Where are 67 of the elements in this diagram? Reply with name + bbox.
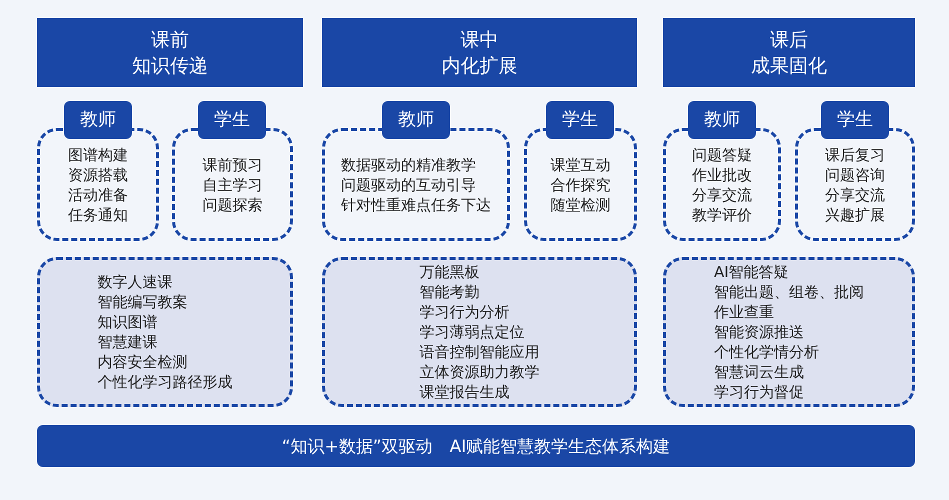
feature-text: 课堂报告生成 <box>420 382 510 402</box>
role-tab: 学生 <box>198 101 266 139</box>
activity-text: 资源搭载 <box>68 164 128 184</box>
phase-header <box>37 18 303 87</box>
role-tab: 教师 <box>64 101 132 139</box>
ai-feature-panel <box>663 257 915 407</box>
feature-text: 智能考勤 <box>420 282 480 302</box>
activity-text: 问题咨询 <box>825 164 885 184</box>
feature-text: 内容安全检测 <box>98 352 188 372</box>
feature-text: 数字人速课 <box>98 272 172 292</box>
activity-text: 课堂互动 <box>550 154 610 174</box>
phase-title: 课前 <box>151 28 189 52</box>
activity-text: 问题答疑 <box>692 144 752 164</box>
activity-text: 图谱构建 <box>68 144 128 164</box>
activity-text: 问题驱动的互动引导 <box>341 174 476 194</box>
role-panel <box>322 128 510 241</box>
activity-text: 任务通知 <box>68 204 128 224</box>
activity-text: 针对性重难点任务下达 <box>341 194 491 214</box>
phase-header <box>663 18 915 87</box>
phase-subtitle: 知识传递 <box>132 54 208 78</box>
phase-title: 课中 <box>460 28 498 52</box>
role-tab: 学生 <box>821 101 889 139</box>
feature-text: 学习薄弱点定位 <box>420 322 524 342</box>
role-panel <box>172 128 293 241</box>
role-panel <box>37 128 159 241</box>
role-tab: 学生 <box>546 101 614 139</box>
feature-text: 语音控制智能应用 <box>420 342 540 362</box>
feature-text: AI智能答疑 <box>714 262 789 282</box>
ai-feature-panel <box>37 257 293 407</box>
phase-subtitle: 内化扩展 <box>442 54 518 78</box>
role-tab: 教师 <box>688 101 756 139</box>
feature-text: 智能编写教案 <box>98 292 188 312</box>
feature-text: 智慧建课 <box>98 332 158 352</box>
phase-header <box>322 18 637 87</box>
activity-text: 自主学习 <box>202 174 262 194</box>
feature-text: 作业查重 <box>714 302 774 322</box>
activity-text: 兴趣扩展 <box>825 204 885 224</box>
activity-text: 课后复习 <box>825 144 885 164</box>
feature-text: 知识图谱 <box>98 312 158 332</box>
role-panel <box>663 128 781 241</box>
ai-feature-panel <box>322 257 637 407</box>
role-tab: 教师 <box>382 101 450 139</box>
activity-text: 问题探索 <box>202 194 262 214</box>
feature-text: 智能出题、组卷、批阅 <box>714 282 864 302</box>
activity-text: 分享交流 <box>692 184 752 204</box>
summary-banner <box>37 425 915 467</box>
feature-text: 个性化学习路径形成 <box>98 372 232 392</box>
activity-text: 活动准备 <box>68 184 128 204</box>
phase-subtitle: 成果固化 <box>751 54 827 78</box>
feature-text: 智慧词云生成 <box>714 362 804 382</box>
feature-text: 立体资源助力教学 <box>420 362 540 382</box>
feature-text: 学习行为督促 <box>714 382 804 402</box>
phase-title: 课后 <box>770 28 808 52</box>
activity-text: 课前预习 <box>202 154 262 174</box>
activity-text: 分享交流 <box>825 184 885 204</box>
activity-text: 作业批改 <box>692 164 752 184</box>
feature-text: 智能资源推送 <box>714 322 804 342</box>
activity-text: 教学评价 <box>692 204 752 224</box>
role-panel <box>524 128 637 241</box>
feature-text: 学习行为分析 <box>420 302 510 322</box>
banner-text: “知识+数据”双驱动 AI赋能智慧教学生态体系构建 <box>282 436 670 458</box>
activity-text: 数据驱动的精准教学 <box>341 154 476 174</box>
activity-text: 随堂检测 <box>550 194 610 214</box>
role-panel <box>795 128 915 241</box>
feature-text: 万能黑板 <box>420 262 480 282</box>
activity-text: 合作探究 <box>550 174 610 194</box>
feature-text: 个性化学情分析 <box>714 342 819 362</box>
